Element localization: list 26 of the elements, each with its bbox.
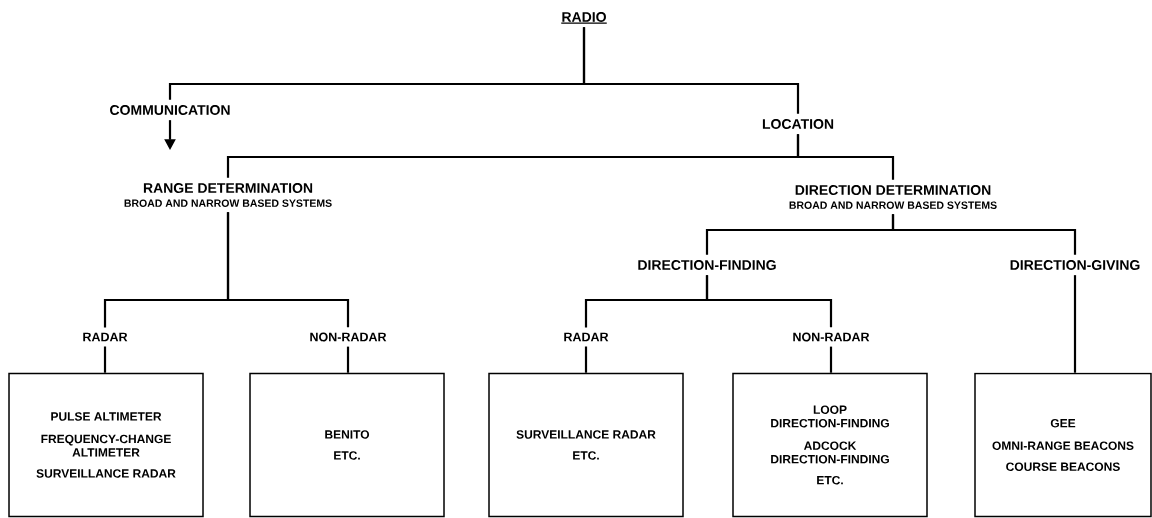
category-label: NON-RADAR (310, 332, 387, 342)
connector-line (796, 134, 895, 180)
list-box: PULSE ALTIMETER FREQUENCY-CHANGE ALTIMETER SURVEILLANCE RADAR (8, 372, 204, 518)
category-label: RADAR (83, 332, 128, 342)
connector-line (584, 346, 588, 373)
category-label: DIRECTION-GIVING (1010, 260, 1140, 270)
list-box: BENITO ETC. (249, 372, 445, 518)
connector-line (226, 212, 350, 328)
category-label: DIRECTION DETERMINATION BROAD AND NARROW BASED SYSTEMS (789, 185, 997, 209)
category-label: NON-RADAR (793, 332, 870, 342)
category-label: COMMUNICATION (110, 105, 230, 115)
connector-line (1073, 275, 1077, 373)
list-box: LOOP DIRECTION-FINDING ADCOCK DIRECTION-FINDING ETC. (732, 372, 928, 518)
category-label: LOCATION (762, 119, 834, 129)
heading: RADIO (560, 12, 608, 24)
connector-line (346, 346, 350, 373)
connector-line (705, 275, 833, 328)
list-box: GEE OMNI-RANGE BEACONS COURSE BEACONS (974, 372, 1152, 518)
connector-line (829, 346, 833, 373)
connector-line (891, 214, 1077, 255)
category-label: DIRECTION-FINDING (638, 260, 776, 270)
connector-line (103, 346, 107, 373)
list-box: SURVEILLANCE RADAR ETC. (488, 372, 684, 518)
category-label: RANGE DETERMINATION BROAD AND NARROW BASED SYSTEMS (124, 183, 332, 207)
category-label: RADAR (564, 332, 609, 342)
connector-line (582, 27, 800, 114)
